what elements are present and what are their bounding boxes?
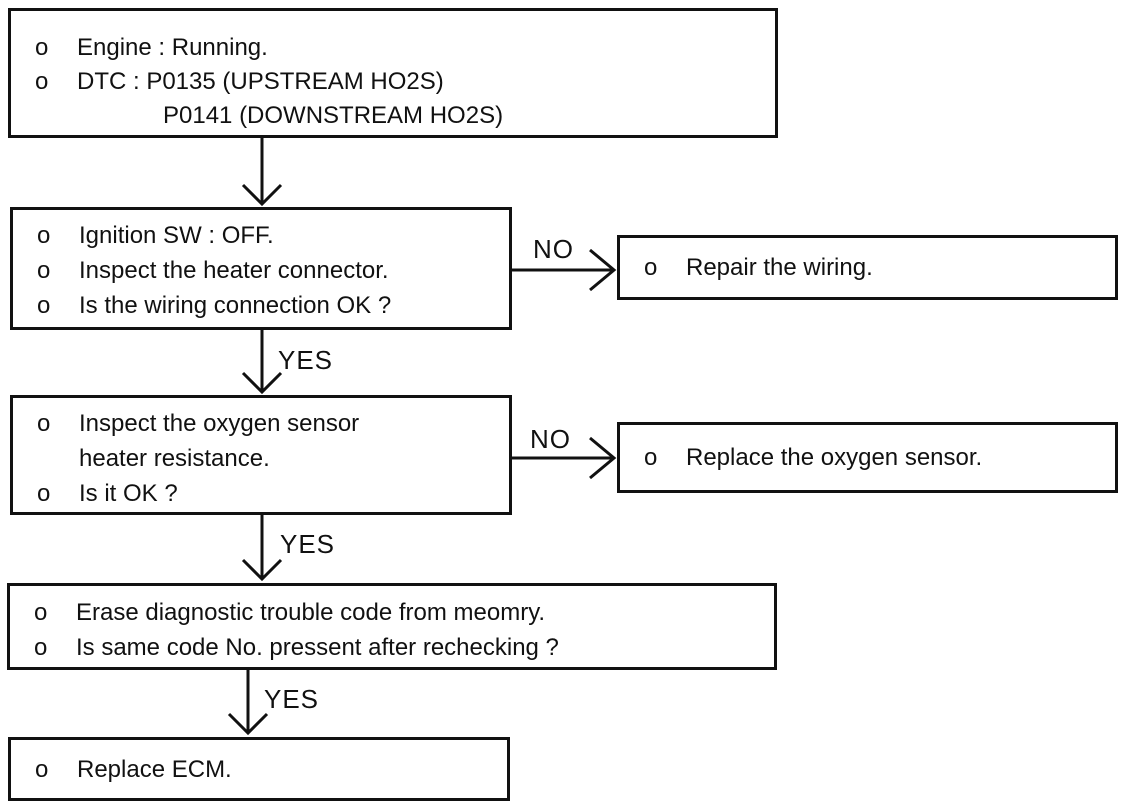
flow-line: o Ignition SW : OFF. <box>13 218 509 253</box>
bullet: o <box>644 254 658 281</box>
bullet: o <box>37 410 51 437</box>
node-erase-code: o Erase diagnostic trouble code from meo… <box>7 583 777 670</box>
line-text: Erase diagnostic trouble code from meomr… <box>76 599 546 626</box>
line-text: Repair the wiring. <box>686 254 873 281</box>
line-text: Is the wiring connection OK ? <box>79 292 392 319</box>
bullet: o <box>37 222 51 249</box>
flow-line: o Is same code No. pressent after rechec… <box>10 630 774 665</box>
line-text: Is same code No. pressent after rechecki… <box>76 634 559 661</box>
bullet: o <box>34 634 48 661</box>
node-repair-wiring: o Repair the wiring. <box>617 235 1118 300</box>
line-text: Inspect the oxygen sensor <box>79 410 360 437</box>
label-no-sensor: NO <box>530 424 571 454</box>
flow-line: o Is the wiring connection OK ? <box>13 288 509 323</box>
node-check-sensor-resistance: o Inspect the oxygen sensor heater resis… <box>10 395 512 515</box>
flow-line: o Replace the oxygen sensor. <box>620 440 1115 475</box>
bullet: o <box>37 292 51 319</box>
flow-line: o DTC : P0135 (UPSTREAM HO2S) <box>11 65 775 99</box>
flow-line: heater resistance. <box>13 441 509 476</box>
flow-line: o Repair the wiring. <box>620 250 1115 285</box>
bullet: o <box>34 599 48 626</box>
line-text: P0141 (DOWNSTREAM HO2S) <box>163 102 504 129</box>
node-check-wiring: o Ignition SW : OFF. o Inspect the heate… <box>10 207 512 330</box>
flow-line: o Inspect the oxygen sensor <box>13 406 509 441</box>
line-text: Replace the oxygen sensor. <box>686 444 983 471</box>
line-text: Is it OK ? <box>79 480 178 507</box>
bullet: o <box>644 444 658 471</box>
bullet: o <box>35 34 49 61</box>
node-replace-ecm: o Replace ECM. <box>8 737 510 801</box>
flow-line: o Is it OK ? <box>13 476 509 511</box>
node-start-conditions: o Engine : Running. o DTC : P0135 (UPSTR… <box>8 8 778 138</box>
bullet: o <box>37 480 51 507</box>
bullet <box>11 99 77 133</box>
bullet: o <box>35 755 49 783</box>
label-yes-sensor: YES <box>280 529 336 559</box>
flow-line: o Inspect the heater connector. <box>13 253 509 288</box>
label-yes-erase: YES <box>264 684 320 714</box>
node-replace-sensor: o Replace the oxygen sensor. <box>617 422 1118 493</box>
line-text: Inspect the heater connector. <box>79 257 389 284</box>
label-yes-wiring: YES <box>278 345 334 375</box>
line-text: DTC : P0135 (UPSTREAM HO2S) <box>77 68 444 95</box>
label-no-wiring: NO <box>533 234 574 264</box>
line-text: Replace ECM. <box>77 755 232 783</box>
bullet: o <box>35 68 49 95</box>
flow-line: o Engine : Running. <box>11 31 775 65</box>
flow-line: o Replace ECM. <box>11 752 507 787</box>
flow-line: P0141 (DOWNSTREAM HO2S) <box>11 99 775 133</box>
line-text: heater resistance. <box>79 445 270 472</box>
line-text: Engine : Running. <box>77 34 268 61</box>
bullet <box>13 441 79 476</box>
bullet: o <box>37 257 51 284</box>
flow-line: o Erase diagnostic trouble code from meo… <box>10 595 774 630</box>
line-text: Ignition SW : OFF. <box>79 222 274 249</box>
